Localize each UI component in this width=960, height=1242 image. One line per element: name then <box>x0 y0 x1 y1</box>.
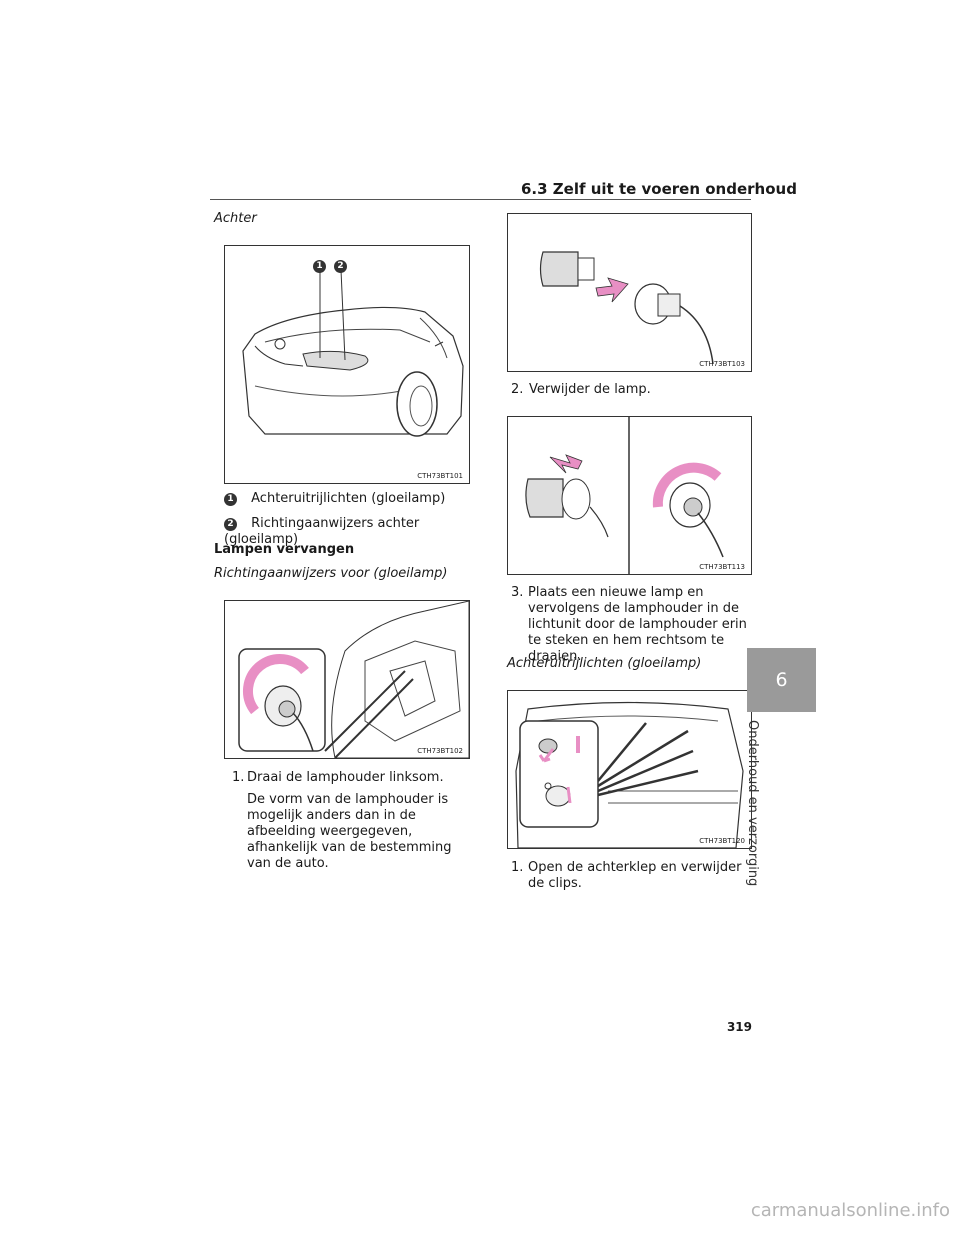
chapter-label: Onderhoud en verzorging <box>745 720 760 887</box>
figure-remove-bulb: CTH73BT103 <box>507 213 752 372</box>
step-2-number: 2. <box>511 382 524 397</box>
heading-rear: Achter <box>214 211 257 226</box>
figure-rear-car: 1 2 CTH73BT101 <box>224 245 470 484</box>
legend-marker-1: 1 <box>224 493 237 506</box>
bulb-removal-illustration <box>539 251 714 365</box>
section-title: Lampen vervangen <box>214 542 355 557</box>
step-3: 3. <box>511 585 751 601</box>
figure-front-bulb: CTH73BT102 <box>224 600 470 759</box>
step-1-note: De vorm van de lamphouder is mogelijk an… <box>247 792 452 871</box>
figure-insert-bulb: CTH73BT113 <box>507 416 752 575</box>
figure-code: CTH73BT103 <box>699 360 745 368</box>
step-1: 1.Draai de lamphouder linksom. <box>232 770 472 786</box>
header-divider <box>210 199 751 200</box>
chapter-label-container: Onderhoud en verzorging <box>745 720 788 886</box>
step-1-number: 1. <box>232 770 245 785</box>
step-4: 1. <box>511 860 751 876</box>
rear-car-illustration <box>242 269 464 437</box>
marker-2: 2 <box>334 260 347 273</box>
legend-text-2: Richtingaanwijzers achter (gloeilamp) <box>224 516 420 547</box>
subheading-reverse: Achteruitrijlichten (gloeilamp) <box>507 656 702 671</box>
figure-code: CTH73BT102 <box>417 747 463 755</box>
watermark: carmanualsonline.info <box>750 1200 950 1221</box>
figure-code: CTH73BT113 <box>699 563 745 571</box>
legend-item-1: 1 Achteruitrijlichten (gloeilamp) <box>224 491 474 507</box>
step-3-number: 3. <box>511 585 524 600</box>
step-4-number: 1. <box>511 860 524 875</box>
figure-code: CTH73BT101 <box>417 472 463 480</box>
legend-item-2: 2 Richtingaanwijzers achter (gloeilamp) <box>224 516 484 548</box>
section-header-title: 6.3 Zelf uit te voeren onderhoud <box>521 180 797 198</box>
step-3-text: Plaats een nieuwe lamp en vervolgens de … <box>528 585 747 664</box>
step-1-text: Draai de lamphouder linksom. <box>247 770 444 785</box>
marker-1: 1 <box>313 260 326 273</box>
step-2: 2. Verwijder de lamp. <box>511 382 751 398</box>
trunk-clips-illustration <box>515 701 744 848</box>
subheading-front: Richtingaanwijzers voor (gloeilamp) <box>214 566 448 581</box>
figure-trunk-clips: CTH73BT120 <box>507 690 752 849</box>
bulb-insert-illustration <box>525 417 724 574</box>
chapter-tab[interactable]: 6 <box>747 648 816 712</box>
legend-marker-2: 2 <box>224 518 237 531</box>
page-number: 319 <box>726 1020 752 1034</box>
step-4-text: Open de achterklep en verwijder de clips… <box>528 860 742 891</box>
step-2-text: Verwijder de lamp. <box>529 382 651 397</box>
legend-text-1: Achteruitrijlichten (gloeilamp) <box>251 491 446 506</box>
front-lamp-illustration <box>238 601 469 758</box>
figure-code: CTH73BT120 <box>699 837 745 845</box>
